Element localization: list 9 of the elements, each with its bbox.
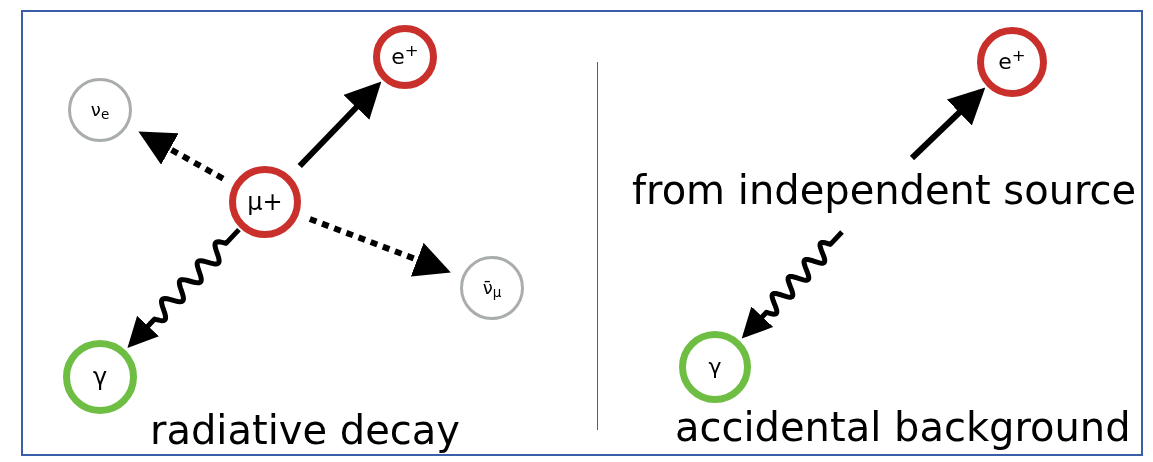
dotted-arrow <box>308 216 451 277</box>
particle-symbol: ν$_{e}$ <box>90 101 110 119</box>
particle-symbol: e$^{+}$ <box>998 51 1026 73</box>
particle-symbol: e$^{+}$ <box>391 46 419 68</box>
particle-symbol: γ <box>92 365 108 389</box>
particle-symbol: γ <box>708 356 722 378</box>
arrow <box>297 81 382 169</box>
dotted-arrow <box>138 131 225 182</box>
particle-symbol: μ+ <box>247 190 283 214</box>
